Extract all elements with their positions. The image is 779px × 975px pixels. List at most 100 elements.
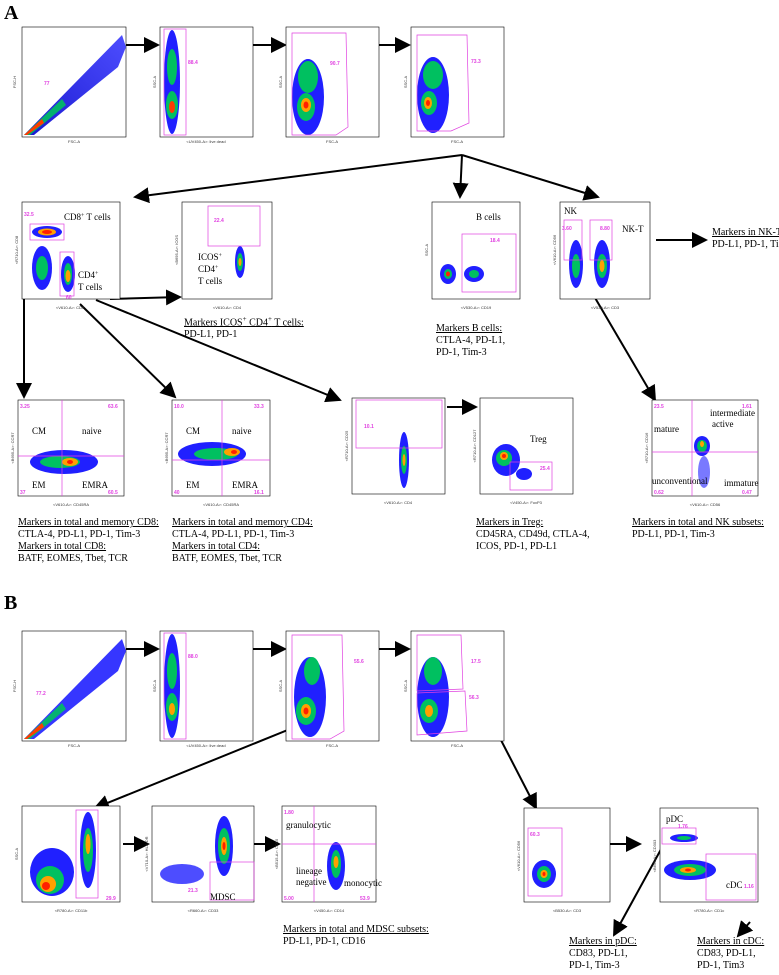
markers-cd4-line2: BATF, EOMES, Tbet, TCR bbox=[172, 553, 282, 564]
markers-pdc-line1: CD83, PD-L1, bbox=[569, 948, 628, 959]
x-label-a12: <V450-A>: FoxP3 bbox=[510, 500, 543, 505]
gate-pct-a7: 18.4 bbox=[490, 238, 500, 244]
y-label-b5: SSC-A bbox=[14, 848, 19, 861]
label-unconventional: unconventional bbox=[652, 476, 708, 486]
x-label-a10: <V610-A>: CD45RA bbox=[203, 502, 239, 507]
markers-cd4-line1: CTLA-4, PD-L1, PD-1, Tim-3 bbox=[172, 529, 295, 540]
label-cdc: cDC bbox=[726, 880, 743, 890]
markers-cd8: Markers in total and memory CD8: CTLA-4,… bbox=[18, 517, 159, 565]
x-label-a13: <V610-A>: CD56 bbox=[690, 502, 721, 507]
arrow-b9-pdc bbox=[613, 841, 666, 937]
markers-cdc-title: Markers in cDC: bbox=[697, 936, 765, 947]
markers-cd8-title2: Markers in total CD8: bbox=[18, 541, 107, 552]
plot-a13-nk-subsets: 23.5 1.61 0.62 0.47 mature intermediate … bbox=[644, 399, 762, 510]
y-label-b2: SSC-A bbox=[152, 680, 157, 693]
label-negative: negative bbox=[296, 877, 327, 887]
gate-pct-b2: 88.0 bbox=[188, 654, 198, 660]
gate-pct-b6: 21.3 bbox=[188, 888, 198, 894]
label-naive-a10: naive bbox=[232, 426, 252, 436]
label-lineage: lineage bbox=[296, 866, 322, 876]
markers-cdc-line2: PD-1, Tim3 bbox=[697, 960, 745, 971]
y-label-b9: <B695-A>: CD303 bbox=[652, 839, 657, 872]
x-label-a8: <V530-A>: CD3 bbox=[591, 305, 620, 310]
label-b-cells: B cells bbox=[476, 212, 501, 222]
plot-a4-lymphocytes: 73.3 FSC-A SSC-A bbox=[403, 26, 506, 145]
markers-mdsc-line1: PD-L1, PD-1, CD16 bbox=[283, 936, 366, 947]
gate-pct-a8-nk: 3.60 bbox=[562, 226, 572, 232]
q-bl-b7: 5.00 bbox=[284, 896, 294, 902]
plot-a8-nk: NK NK-T 3.60 8.80 <V530-A>: CD3 <V610-A>… bbox=[552, 201, 652, 320]
x-label-b6: <R660-A>: CD33 bbox=[188, 908, 219, 913]
markers-icos-line1: PD-L1, PD-1 bbox=[184, 329, 238, 341]
y-label-a5: <R710-A>: CD8 bbox=[14, 235, 19, 264]
y-label-a4: SSC-A bbox=[403, 76, 408, 89]
gate-pct-b4-2: 56.3 bbox=[469, 695, 479, 701]
plot-a5-cd8-cd4: 32.5 60 CD8+ T cells CD4+ T cells <V610-… bbox=[14, 201, 122, 320]
plot-b3-cells: 55.6 FSC-A SSC-A bbox=[278, 630, 381, 749]
label-naive-a9: naive bbox=[82, 426, 102, 436]
y-label-b8: <V610-A>: CD56 bbox=[516, 840, 521, 871]
x-label-b8: <B530-A>: CD3 bbox=[553, 908, 582, 913]
x-label-b1: FSC-A bbox=[68, 743, 80, 748]
x-label-b5: <R780-A>: CD11b bbox=[55, 908, 88, 913]
plot-b4-gates: 17.5 56.3 FSC-A SSC-A bbox=[403, 630, 506, 749]
y-label-a11: <R710-A>: CD25 bbox=[344, 430, 349, 461]
label-pdc: pDC bbox=[666, 814, 683, 824]
y-label-a1: FSC-H bbox=[12, 76, 17, 88]
y-label-a7: SSC-A bbox=[424, 244, 429, 257]
markers-b-cells: Markers B cells: CTLA-4, PD-L1, PD-1, Ti… bbox=[436, 323, 505, 359]
gate-pct-a11: 10.1 bbox=[364, 424, 374, 430]
gate-pct-b4-1: 17.5 bbox=[471, 659, 481, 665]
q-bl-a10: 40 bbox=[174, 490, 180, 496]
gate-pct-b1: 77.2 bbox=[36, 691, 46, 697]
arrow-a4-a5 bbox=[133, 154, 463, 204]
label-icos-cd4: CD4+ bbox=[198, 264, 219, 274]
gate-pct-a12: 25.4 bbox=[540, 466, 550, 472]
markers-pdc-title: Markers in pDC: bbox=[569, 936, 637, 947]
label-active: active bbox=[712, 419, 734, 429]
gate-pct-b9-pdc: 1.76 bbox=[678, 824, 688, 830]
markers-icos-title: Markers ICOS+ CD4+ T cells: bbox=[184, 315, 304, 329]
q-bl-a13: 0.62 bbox=[654, 490, 664, 496]
markers-treg-title: Markers in Treg: bbox=[476, 517, 544, 528]
plot-a11-cd25: 10.1 <V610-A>: CD4 <R710-A>: CD25 bbox=[344, 397, 447, 508]
x-label-b4: FSC-A bbox=[451, 743, 463, 748]
gate-pct-a1: 77 bbox=[44, 81, 50, 87]
y-label-b6: <V710-A>: HLA-DR bbox=[144, 836, 149, 871]
markers-cd8-line1: CTLA-4, PD-L1, PD-1, Tim-3 bbox=[18, 529, 141, 540]
q-tl-a10: 10.0 bbox=[174, 404, 184, 410]
y-label-a6: <B695-A>: ICOS bbox=[174, 235, 179, 265]
label-cm-a10: CM bbox=[186, 426, 200, 436]
x-label-b9: <R780-A>: CD1c bbox=[694, 908, 724, 913]
q-br-b7: 53.9 bbox=[360, 896, 370, 902]
label-treg: Treg bbox=[530, 434, 547, 444]
label-cd4: CD4+ bbox=[78, 270, 99, 280]
arrow-a4-a8 bbox=[461, 154, 600, 201]
plot-a2-live-dead: 88.4 <UV450-A>: live dead SSC-A bbox=[152, 26, 255, 145]
markers-bcells-title: Markers B cells: bbox=[436, 323, 503, 334]
label-emra-a10: EMRA bbox=[232, 480, 259, 490]
markers-treg-line2: ICOS, PD-1, PD-L1 bbox=[476, 541, 558, 552]
q-tl-b7: 1.80 bbox=[284, 810, 294, 816]
markers-cd4-title2: Markers in total CD4: bbox=[172, 541, 261, 552]
gate-pct-b5: 29.9 bbox=[106, 896, 116, 902]
markers-nkt-title: Markers in NK-T: bbox=[712, 227, 779, 238]
plot-b5-cd11b: 29.9 <R780-A>: CD11b SSC-A bbox=[14, 805, 122, 916]
markers-cd8-line2: BATF, EOMES, Tbet, TCR bbox=[18, 553, 128, 564]
y-label-a13: <R710-A>: CD16 bbox=[644, 432, 649, 463]
x-label-a9: <V610-A>: CD45RA bbox=[53, 502, 89, 507]
gate-pct-a6: 22.4 bbox=[214, 218, 224, 224]
label-mature: mature bbox=[654, 424, 679, 434]
label-icos-tcells: T cells bbox=[198, 276, 223, 286]
plot-a3-cells: 90.7 FSC-A SSC-A bbox=[278, 26, 381, 145]
markers-icos-cd4: Markers ICOS+ CD4+ T cells: PD-L1, PD-1 bbox=[184, 313, 304, 341]
arrow-b9-cdc bbox=[736, 920, 754, 938]
gate-pct-a4: 73.3 bbox=[471, 59, 481, 65]
y-label-a8: <V610-A>: CD56 bbox=[552, 234, 557, 265]
gate-pct-a5-cd8: 32.5 bbox=[24, 212, 34, 218]
gate-pct-b9-cdc: 1.16 bbox=[744, 884, 754, 890]
markers-cd4: Markers in total and memory CD4: CTLA-4,… bbox=[172, 517, 313, 565]
label-granulocytic: granulocytic bbox=[286, 820, 331, 830]
arrow-a4-a7 bbox=[452, 154, 469, 199]
y-label-a9: <B695-A>: CCR7 bbox=[10, 432, 15, 464]
